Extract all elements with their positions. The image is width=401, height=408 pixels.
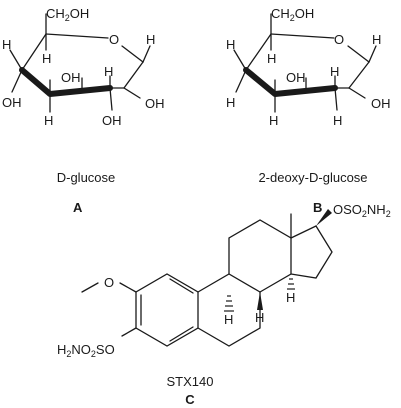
bottom-sulfamate-so: SO [96,342,115,357]
structure-name: 2-deoxy-D-glucose [258,170,367,185]
structure-c-stx140: OSO2NH2 O H2NO2SO H H H STX140 C [57,202,391,407]
hydroxyl: OH [102,113,122,128]
methoxy-bond [119,282,137,293]
bond [368,45,377,63]
bond [235,69,247,93]
structure-name: STX140 [167,374,214,389]
ring-a [135,273,199,347]
structure-name: D-glucose [57,170,116,185]
hydroxyl: OH [145,96,165,111]
bond [347,45,370,63]
ch2oh-oh: OH [70,6,90,21]
hydroxyl: H [226,95,235,110]
bond [11,69,23,93]
ring-d [290,225,333,279]
atom-h: H [333,113,342,128]
atom-h: H [267,51,276,66]
svg-text:CH2OH: CH2OH [271,6,314,23]
structure-b-2-deoxy-d-glucose: CH2OH O H H H OH H H OH H H 2-deoxy-D-gl… [226,6,391,215]
hashed-bond [287,278,295,290]
hashed-bond [224,295,234,312]
hydroxyl: OH [2,95,22,110]
bottom-sulfamate-no: NO [71,342,91,357]
atom-h: H [146,32,155,47]
atom-h: H [104,64,113,79]
methoxy-bond [81,282,99,293]
top-sulfamate-oso: OSO [333,202,362,217]
bond [348,87,366,99]
sulfamate-bond [121,327,137,337]
top-sulfamate-sub: 2 [362,209,367,219]
bond [270,33,335,39]
bond [109,87,113,111]
ring-oxygen: O [334,32,344,47]
top-sulfamate-nh: NH [367,202,386,217]
bond [142,45,151,63]
methoxy-oxygen: O [104,275,114,290]
atom-h: H [372,32,381,47]
atom-h: H [269,113,278,128]
bond [121,45,144,63]
atom-h: H [286,290,295,305]
atom-h: H [330,64,339,79]
top-sulfamate-sub: 2 [386,209,391,219]
bond [348,61,370,89]
ch2oh-oh: OH [295,6,315,21]
wedge-bond [316,209,332,226]
atom-h: H [224,312,233,327]
svg-text:CH2OH: CH2OH [46,6,89,23]
atom-h: H [255,310,264,325]
structure-a-d-glucose: CH2OH O H H H OH H OH OH OH H D-glucose … [2,6,165,215]
ch2oh-ch: CH [271,6,290,21]
atom-h: H [2,37,11,52]
hydroxyl: OH [286,70,306,85]
hydroxyl: OH [61,70,81,85]
ring-b [197,273,261,293]
ch2oh-ch: CH [46,6,65,21]
bond [245,33,272,71]
bond [123,87,141,99]
atom-h: H [42,51,51,66]
bottom-sulfamate-sub: 2 [66,349,71,359]
bottom-sulfamate-h: H [57,342,66,357]
svg-text:H2NO2SO: H2NO2SO [57,342,115,359]
bottom-sulfamate-sub: 2 [91,349,96,359]
hydroxyl: OH [371,96,391,111]
structure-letter: A [73,200,83,215]
ring-oxygen: O [109,32,119,47]
aromatic-double-bond [169,326,194,342]
wedge-bond [257,292,263,310]
bond [21,33,47,71]
structure-letter: B [313,200,322,215]
bond [45,33,109,39]
bond [123,61,144,89]
ring-c [228,219,292,293]
structure-letter: C [185,392,195,407]
bond [9,49,23,71]
bond [334,87,338,111]
aromatic-double-bond [169,278,194,294]
ch2oh-sub: 2 [65,13,70,23]
svg-text:OSO2NH2: OSO2NH2 [333,202,391,219]
ch2oh-sub: 2 [290,13,295,23]
atom-h: H [226,37,235,52]
bond [233,49,247,71]
atom-h: H [44,113,53,128]
